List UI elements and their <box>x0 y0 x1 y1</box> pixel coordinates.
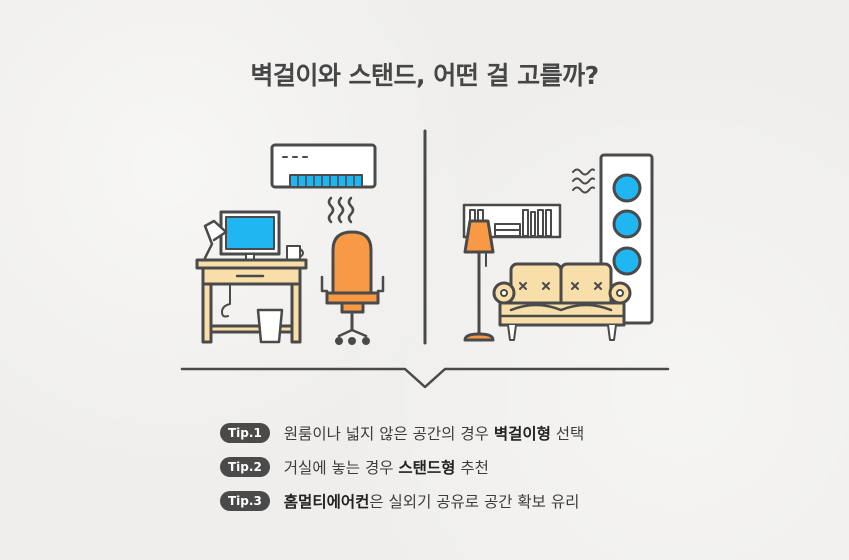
wall-ac-icon <box>270 143 377 224</box>
page-title: 벽걸이와 스탠드, 어떤 걸 고를까? <box>250 61 599 90</box>
tip-badge: Tip.1 <box>220 423 270 443</box>
office-chair-icon <box>320 230 385 345</box>
tip-text: 원룸이나 넓지 않은 공간의 경우 벽걸이형 선택 <box>283 425 585 443</box>
tip-text: 홈멀티에어컨은 실외기 공유로 공간 확보 유리 <box>283 493 580 511</box>
floor-lamp-icon <box>463 219 495 342</box>
section-divider <box>180 367 670 389</box>
tip-item: Tip.3 홈멀티에어컨은 실외기 공유로 공간 확보 유리 <box>220 490 584 512</box>
illustration <box>180 129 670 389</box>
desk-icon <box>195 210 308 344</box>
tip-text: 거실에 놓는 경우 스탠드형 추천 <box>283 459 489 477</box>
tip-badge: Tip.3 <box>220 491 270 511</box>
tip-badge: Tip.2 <box>220 457 270 477</box>
sofa-icon <box>492 262 632 341</box>
tip-item: Tip.1 원룸이나 넓지 않은 공간의 경우 벽걸이형 선택 <box>220 422 584 444</box>
tips-list: Tip.1 원룸이나 넓지 않은 공간의 경우 벽걸이형 선택 Tip.2 거실… <box>220 422 584 524</box>
tip-item: Tip.2 거실에 놓는 경우 스탠드형 추천 <box>220 456 584 478</box>
stand-ac-icon <box>572 153 654 325</box>
